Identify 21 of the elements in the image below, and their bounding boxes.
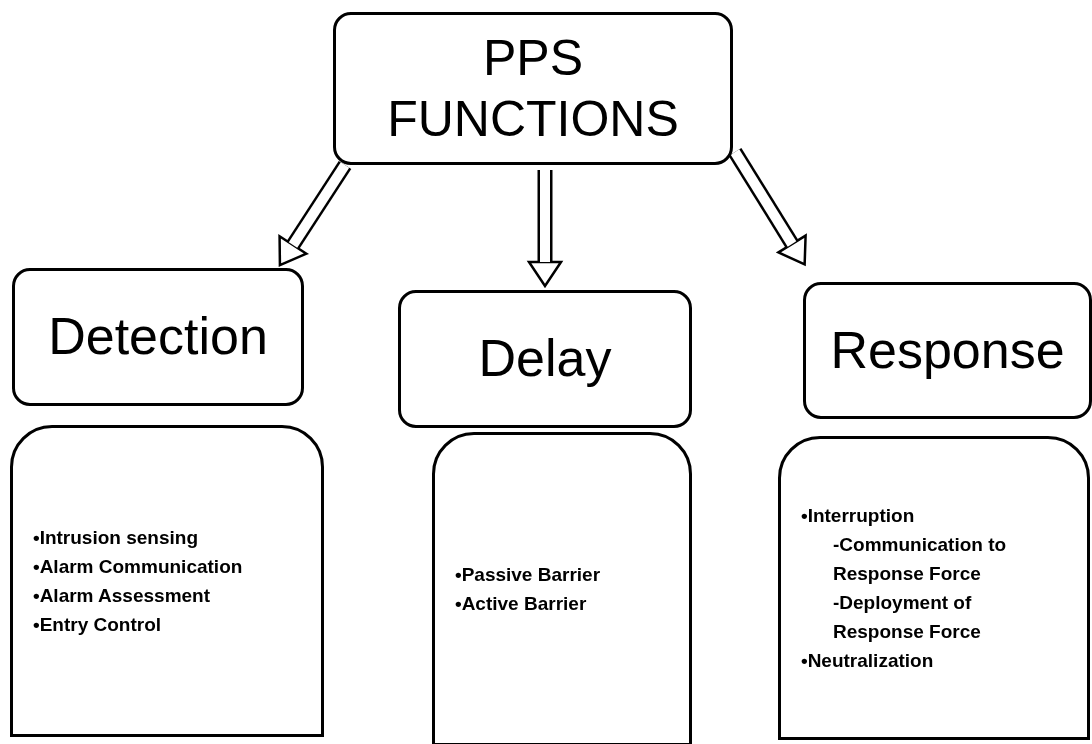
list-item: •Passive Barrier: [455, 563, 601, 587]
list-item: -Communication to Response Force: [832, 533, 1008, 586]
list-item: •Alarm Assessment: [33, 584, 211, 608]
list-item: •Alarm Communication: [33, 555, 243, 579]
list-item: -Deployment of Response Force: [832, 591, 982, 644]
heading-text: PPS FUNCTIONS: [386, 28, 680, 149]
list-item: •Intrusion sensing: [33, 526, 198, 550]
list-item: •Entry Control: [33, 613, 162, 637]
heading-box: [333, 12, 733, 165]
heading-box: [12, 268, 304, 406]
list-item: •Active Barrier: [455, 592, 587, 616]
list-item: •Neutralization: [801, 649, 934, 673]
list-item: •Interruption: [801, 504, 915, 528]
heading-box: [803, 282, 1092, 419]
list-box: [778, 436, 1090, 740]
heading-box: [398, 290, 692, 428]
list-box: [10, 425, 324, 737]
heading-text: Response: [830, 319, 1065, 381]
list-box: [432, 432, 692, 744]
heading-text: Detection: [48, 306, 268, 368]
heading-text: Delay: [478, 328, 612, 390]
